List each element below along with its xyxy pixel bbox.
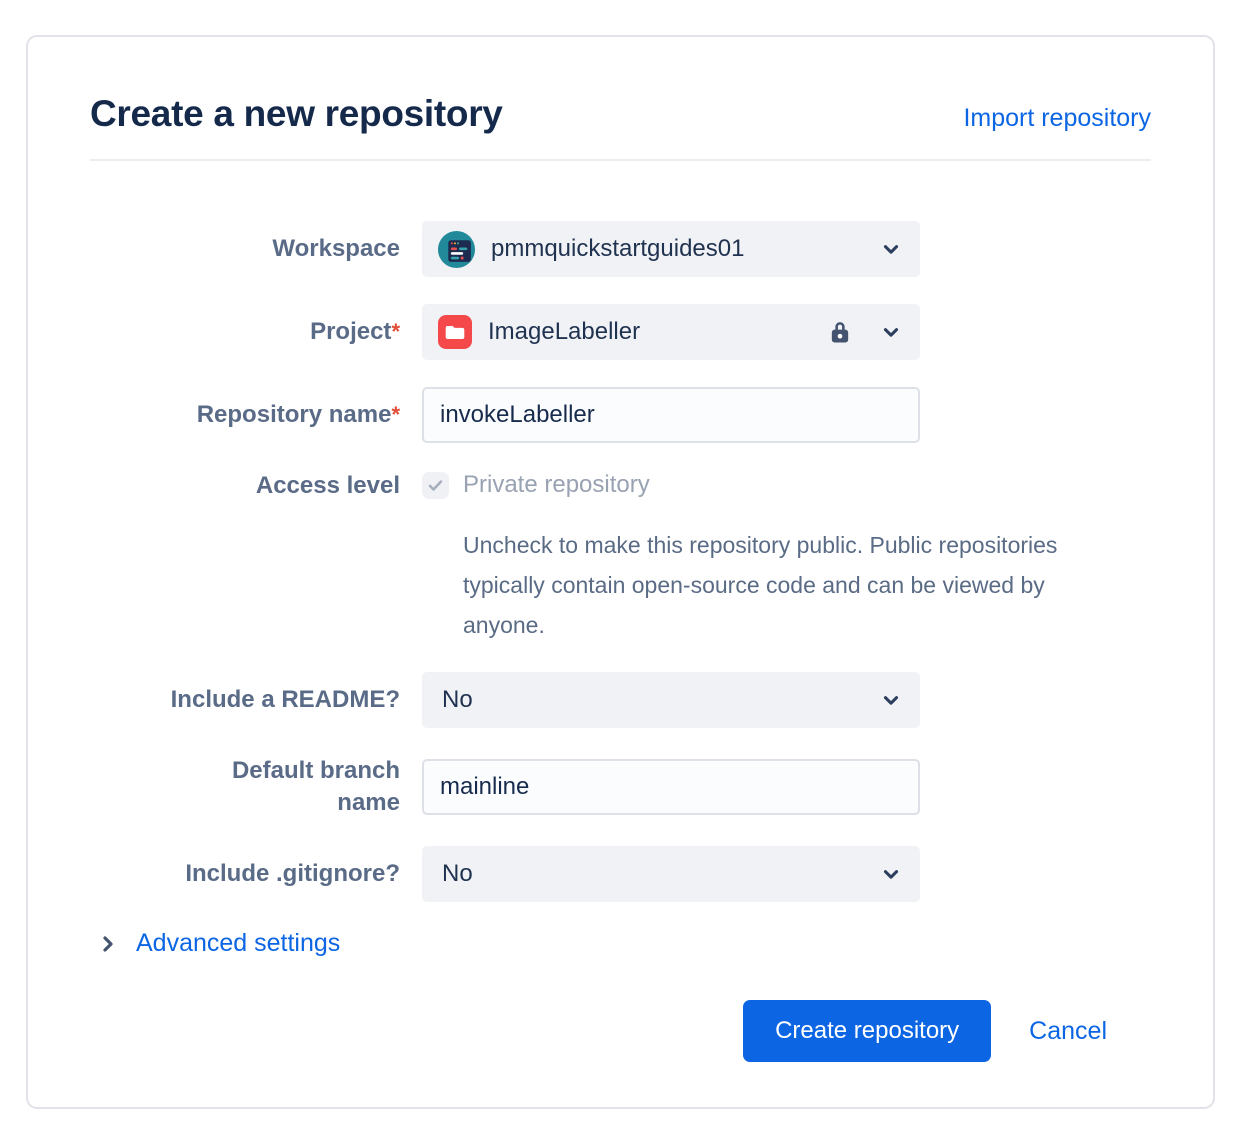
- repository-name-label: Repository name*: [196, 401, 400, 428]
- default-branch-row: Default branch name: [90, 755, 1151, 819]
- access-level-label: Access level: [255, 472, 400, 499]
- workspace-value: pmmquickstartguides01: [491, 235, 745, 262]
- private-repository-label: Private repository: [463, 471, 650, 498]
- project-value: ImageLabeller: [488, 318, 641, 345]
- default-branch-input[interactable]: [422, 759, 920, 815]
- create-repository-button[interactable]: Create repository: [743, 1000, 992, 1062]
- gitignore-select[interactable]: No: [422, 846, 920, 902]
- required-asterisk: *: [391, 402, 400, 427]
- readme-label: Include a README?: [170, 686, 400, 713]
- default-branch-label: Default branch name: [231, 757, 400, 816]
- dialog-header: Create a new repository Import repositor…: [90, 93, 1151, 135]
- dialog-actions: Create repository Cancel: [90, 1000, 1107, 1062]
- project-select[interactable]: ImageLabeller: [422, 304, 920, 360]
- workspace-select[interactable]: pmmquickstartguides01: [422, 221, 920, 277]
- create-repository-form: Workspace: [90, 221, 1151, 902]
- chevron-down-icon: [880, 689, 902, 711]
- header-divider: [90, 159, 1151, 161]
- readme-value: No: [442, 686, 473, 713]
- access-level-help-text: Uncheck to make this repository public. …: [463, 532, 1058, 638]
- access-level-row: Access level Private repository Uncheck …: [90, 470, 1151, 645]
- chevron-down-icon: [880, 321, 902, 343]
- cancel-button[interactable]: Cancel: [1029, 1016, 1107, 1045]
- private-repository-checkbox[interactable]: [422, 471, 449, 499]
- chevron-down-icon: [880, 863, 902, 885]
- advanced-settings-toggle[interactable]: Advanced settings: [96, 929, 1151, 958]
- gitignore-row: Include .gitignore? No: [90, 846, 1151, 902]
- workspace-label: Workspace: [272, 235, 400, 262]
- page-title: Create a new repository: [90, 93, 503, 134]
- lock-icon: [826, 318, 854, 346]
- folder-icon: [438, 315, 472, 349]
- repository-name-input[interactable]: [422, 387, 920, 443]
- chevron-down-icon: [880, 238, 902, 260]
- advanced-settings-link[interactable]: Advanced settings: [136, 929, 341, 957]
- readme-select[interactable]: No: [422, 672, 920, 728]
- check-icon: [428, 479, 443, 491]
- project-row: Project* ImageLabeller: [90, 304, 1151, 360]
- chevron-right-icon: [96, 932, 120, 956]
- repository-name-row: Repository name*: [90, 387, 1151, 443]
- gitignore-value: No: [442, 860, 473, 887]
- required-asterisk: *: [391, 319, 400, 344]
- workspace-avatar-icon: [438, 230, 475, 268]
- readme-row: Include a README? No: [90, 672, 1151, 728]
- gitignore-label: Include .gitignore?: [185, 860, 400, 887]
- workspace-row: Workspace: [90, 221, 1151, 277]
- import-repository-link[interactable]: Import repository: [963, 104, 1151, 132]
- create-repository-dialog: Create a new repository Import repositor…: [26, 35, 1215, 1109]
- project-label: Project*: [310, 318, 400, 345]
